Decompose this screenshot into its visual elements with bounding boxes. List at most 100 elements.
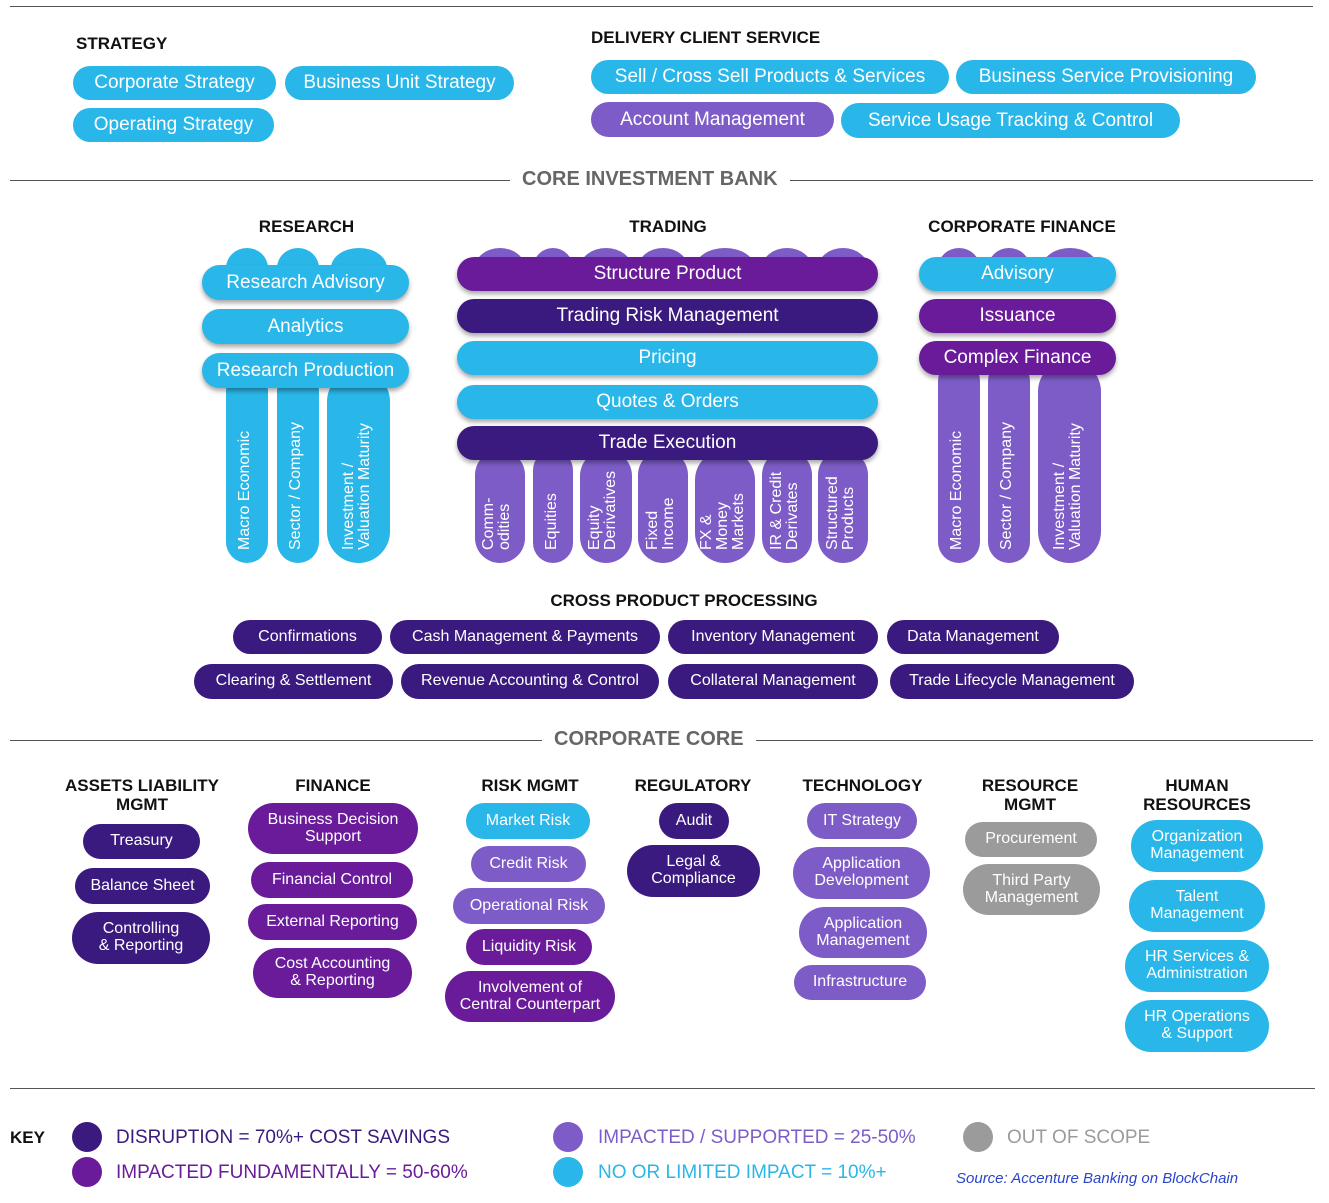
risk-item-central-counterpart: Involvement of Central Counterpart xyxy=(445,971,615,1022)
corporate-finance-row-complex: Complex Finance xyxy=(919,341,1116,375)
trading-column xyxy=(475,450,525,563)
risk-item-operational: Operational Risk xyxy=(453,888,605,924)
cross-item-cash-management: Cash Management & Payments xyxy=(390,620,660,654)
trading-col-equities: Equities xyxy=(543,493,560,550)
assets-item-balance-sheet: Balance Sheet xyxy=(75,868,210,904)
hr-item-operations: HR Operations & Support xyxy=(1125,1000,1269,1052)
corporate-finance-col-sector: Sector / Company xyxy=(998,421,1015,550)
core-investment-bank-title: CORE INVESTMENT BANK xyxy=(510,168,790,191)
trading-col-ir-credit: IR & Credit Derivates xyxy=(768,471,801,550)
technology-item-app-development: Application Development xyxy=(793,847,930,899)
research-row-analytics: Analytics xyxy=(202,309,409,344)
resource-item-procurement: Procurement xyxy=(965,822,1097,857)
key-label-impacted-fundamentally: IMPACTED FUNDAMENTALLY = 50-60% xyxy=(116,1162,468,1183)
trading-row-risk-management: Trading Risk Management xyxy=(457,299,878,333)
research-column xyxy=(327,370,390,563)
trading-column xyxy=(580,450,632,563)
strategy-item-business-unit: Business Unit Strategy xyxy=(285,66,514,100)
resource-item-third-party: Third Party Management xyxy=(963,864,1100,915)
finance-item-cost-accounting: Cost Accounting & Reporting xyxy=(253,948,412,998)
research-col-valuation: Investment / Valuation Maturity xyxy=(340,423,373,550)
finance-item-business-decision: Business Decision Support xyxy=(248,803,418,854)
trading-title: TRADING xyxy=(629,217,707,236)
cross-item-data-management: Data Management xyxy=(887,620,1059,654)
trading-col-commodities: Comm- odities xyxy=(480,497,513,550)
assets-item-treasury: Treasury xyxy=(83,824,200,859)
finance-item-financial-control: Financial Control xyxy=(251,862,413,898)
key-dot-limited-impact xyxy=(553,1157,583,1187)
technology-title: TECHNOLOGY xyxy=(802,776,923,795)
research-col-macro: Macro Economic xyxy=(236,430,253,550)
cross-item-trade-lifecycle: Trade Lifecycle Management xyxy=(890,664,1134,699)
research-title: RESEARCH xyxy=(258,217,355,236)
regulatory-title: REGULATORY xyxy=(634,776,752,795)
cross-product-title: CROSS PRODUCT PROCESSING xyxy=(550,591,818,610)
strategy-title: STRATEGY xyxy=(76,34,168,53)
strategy-item-corporate: Corporate Strategy xyxy=(73,66,276,100)
finance-item-external-reporting: External Reporting xyxy=(248,904,417,940)
corporate-core-title: CORPORATE CORE xyxy=(542,728,756,751)
hr-title: HUMAN RESOURCES xyxy=(1143,776,1251,814)
research-row-production: Research Production xyxy=(202,353,409,388)
research-column xyxy=(277,370,319,563)
risk-title: RISK MGMT xyxy=(481,776,579,795)
corporate-finance-column xyxy=(988,360,1030,563)
strategy-item-operating: Operating Strategy xyxy=(73,108,274,142)
hr-item-talent: Talent Management xyxy=(1129,880,1265,932)
assets-title: ASSETS LIABILITY MGMT xyxy=(65,776,219,814)
corporate-finance-column xyxy=(1038,360,1101,563)
hr-item-services: HR Services & Administration xyxy=(1125,940,1269,992)
corporate-finance-row-issuance: Issuance xyxy=(919,299,1116,333)
trading-row-trade-execution: Trade Execution xyxy=(457,426,878,460)
cross-item-clearing: Clearing & Settlement xyxy=(194,664,393,699)
trading-col-equity-derivatives: Equity Derivatives xyxy=(586,470,619,550)
risk-item-credit: Credit Risk xyxy=(471,846,586,882)
key-rule xyxy=(10,1088,1315,1089)
trading-column xyxy=(762,450,812,563)
key-title: KEY xyxy=(10,1128,45,1147)
trading-column xyxy=(638,450,688,563)
research-col-sector: Sector / Company xyxy=(287,421,304,550)
hr-item-organization: Organization Management xyxy=(1131,820,1263,872)
finance-title: FINANCE xyxy=(295,776,371,795)
delivery-item-usage: Service Usage Tracking & Control xyxy=(841,103,1180,138)
corporate-finance-title: CORPORATE FINANCE xyxy=(928,217,1116,236)
trading-row-pricing: Pricing xyxy=(457,341,878,375)
trading-col-structured-products: Structured Products xyxy=(824,476,857,550)
research-row-advisory: Research Advisory xyxy=(202,265,409,300)
delivery-item-sell: Sell / Cross Sell Products & Services xyxy=(591,60,949,94)
technology-item-infrastructure: Infrastructure xyxy=(794,965,926,1000)
cross-item-revenue-accounting: Revenue Accounting & Control xyxy=(401,664,659,699)
trading-column xyxy=(695,450,755,563)
key-dot-impacted-supported xyxy=(553,1122,583,1152)
corporate-finance-row-advisory: Advisory xyxy=(919,257,1116,291)
cross-item-collateral: Collateral Management xyxy=(668,664,878,699)
key-label-disruption: DISRUPTION = 70%+ COST SAVINGS xyxy=(116,1127,451,1148)
trading-column xyxy=(818,450,868,563)
key-dot-out-of-scope xyxy=(963,1122,993,1152)
assets-item-controlling: Controlling & Reporting xyxy=(72,912,210,964)
delivery-item-provisioning: Business Service Provisioning xyxy=(956,60,1256,94)
corporate-finance-column xyxy=(938,360,980,563)
resource-title: RESOURCE MGMT xyxy=(981,776,1079,814)
trading-row-quotes-orders: Quotes & Orders xyxy=(457,385,878,419)
cross-item-inventory: Inventory Management xyxy=(668,620,878,654)
corporate-finance-col-valuation: Investment / Valuation Maturity xyxy=(1051,423,1084,550)
regulatory-item-legal: Legal & Compliance xyxy=(627,845,760,897)
regulatory-item-audit: Audit xyxy=(659,803,729,839)
source-note: Source: Accenture Banking on BlockChain xyxy=(956,1170,1239,1187)
key-dot-disruption xyxy=(72,1122,102,1152)
research-column xyxy=(226,370,268,563)
delivery-item-account: Account Management xyxy=(591,102,834,137)
trading-row-structure-product: Structure Product xyxy=(457,257,878,291)
risk-item-market: Market Risk xyxy=(466,803,590,839)
trading-col-fx-money-markets: FX & Money Markets xyxy=(698,493,747,550)
key-label-out-of-scope: OUT OF SCOPE xyxy=(1007,1127,1151,1148)
key-label-impacted-supported: IMPACTED / SUPPORTED = 25-50% xyxy=(598,1127,916,1148)
risk-item-liquidity: Liquidity Risk xyxy=(466,929,592,965)
top-rule xyxy=(10,6,1313,7)
technology-item-app-management: Application Management xyxy=(799,907,927,958)
corporate-finance-col-macro: Macro Economic xyxy=(948,430,965,550)
cross-item-confirmations: Confirmations xyxy=(233,620,382,654)
delivery-title: DELIVERY CLIENT SERVICE xyxy=(591,28,821,47)
